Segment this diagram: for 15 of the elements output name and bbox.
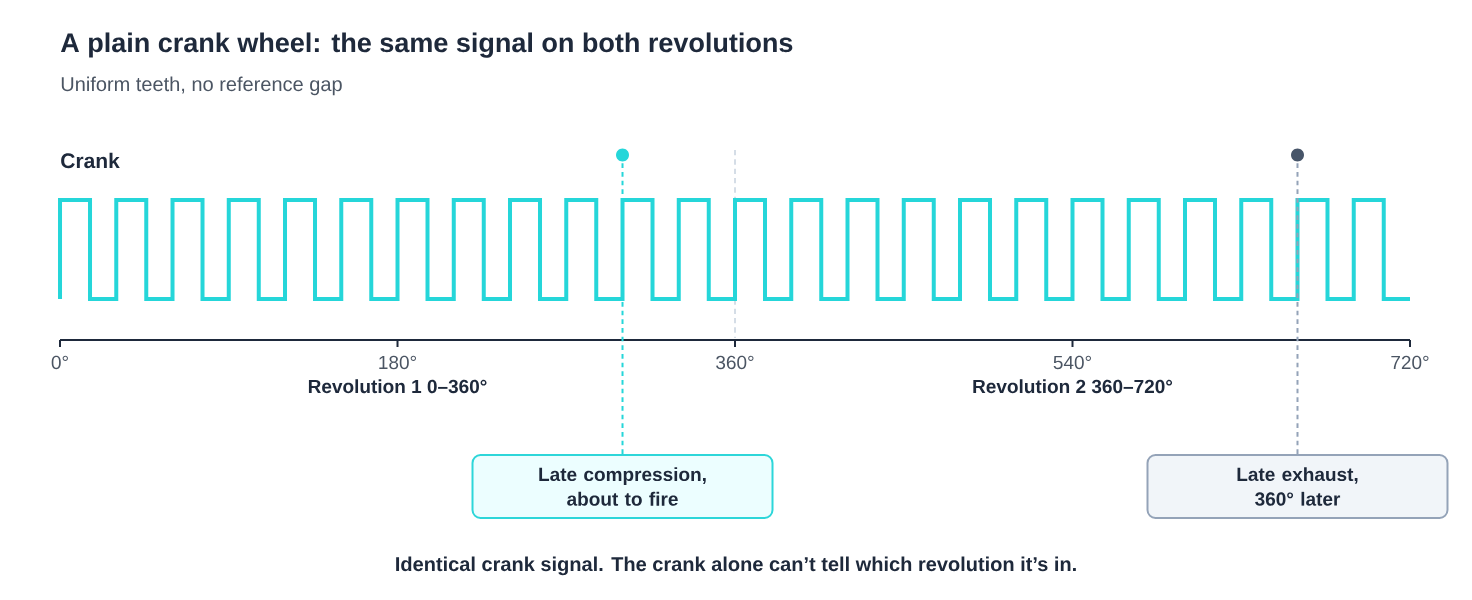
signal-label: Crank	[61, 152, 120, 169]
callout-box: Late exhaust, 360° later	[1146, 454, 1449, 519]
subtitle: Uniform teeth, no reference gap	[61, 76, 342, 96]
callout-box: Late compression, about to fire	[471, 454, 774, 519]
tick-label: 720°	[1391, 355, 1429, 370]
tick-label: 540°	[1053, 355, 1091, 370]
tick-label: 360°	[716, 355, 754, 370]
tick-label: 180°	[379, 355, 416, 370]
title: A plain crank wheel: the same signal on both revolutions	[60, 32, 793, 58]
tick-label: 0°	[51, 355, 68, 370]
caption: Identical crank signal. The crank alone can’t tell which revolution it’s in.	[396, 556, 1076, 576]
leader-line	[621, 160, 624, 455]
leader-line	[1296, 160, 1299, 455]
axis-label: Revolution 1 0–360°	[308, 379, 487, 394]
axis-label: Revolution 2 360–720°	[973, 379, 1173, 394]
